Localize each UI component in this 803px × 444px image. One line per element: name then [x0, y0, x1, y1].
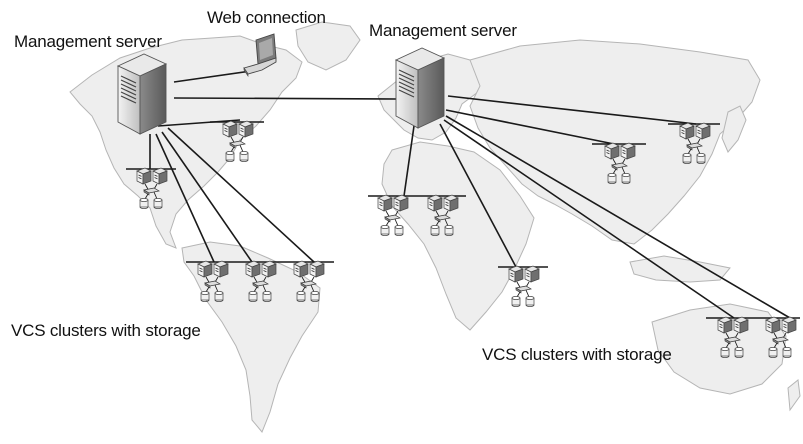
link-right-aus-1 [443, 119, 735, 319]
management-server-right-label: Management server [369, 21, 517, 40]
link-left-sa-2 [161, 131, 253, 263]
map-north-america [69, 35, 303, 249]
management-server-right-icon [395, 47, 445, 129]
vcs-clusters-left-label: VCS clusters with storage [11, 321, 201, 340]
vcs-clusters-right-label: VCS clusters with storage [482, 345, 672, 364]
map-greenland [295, 21, 361, 71]
link-right-europe [403, 125, 415, 197]
map-indonesia [629, 255, 731, 283]
link-right-africa [439, 123, 517, 268]
map-japan [721, 105, 747, 153]
network-links [149, 69, 791, 319]
link-left-sa-3 [167, 127, 315, 263]
link-web [173, 69, 259, 83]
vcs-cluster-icon [509, 266, 539, 307]
web-connection-label: Web connection [207, 8, 326, 27]
map-australia [651, 303, 787, 395]
management-server-left-label: Management server [14, 32, 162, 51]
link-left-sa-1 [155, 133, 215, 263]
management-server-left-icon [117, 53, 167, 135]
map-new-zealand [787, 379, 801, 412]
laptop-icon [243, 33, 277, 77]
link-right-asia-2 [447, 95, 697, 125]
link-left-na-upper [157, 119, 241, 127]
link-right-asia-1 [445, 109, 615, 145]
link-mgmt-to-mgmt [173, 97, 397, 100]
link-right-aus-2 [445, 115, 791, 319]
